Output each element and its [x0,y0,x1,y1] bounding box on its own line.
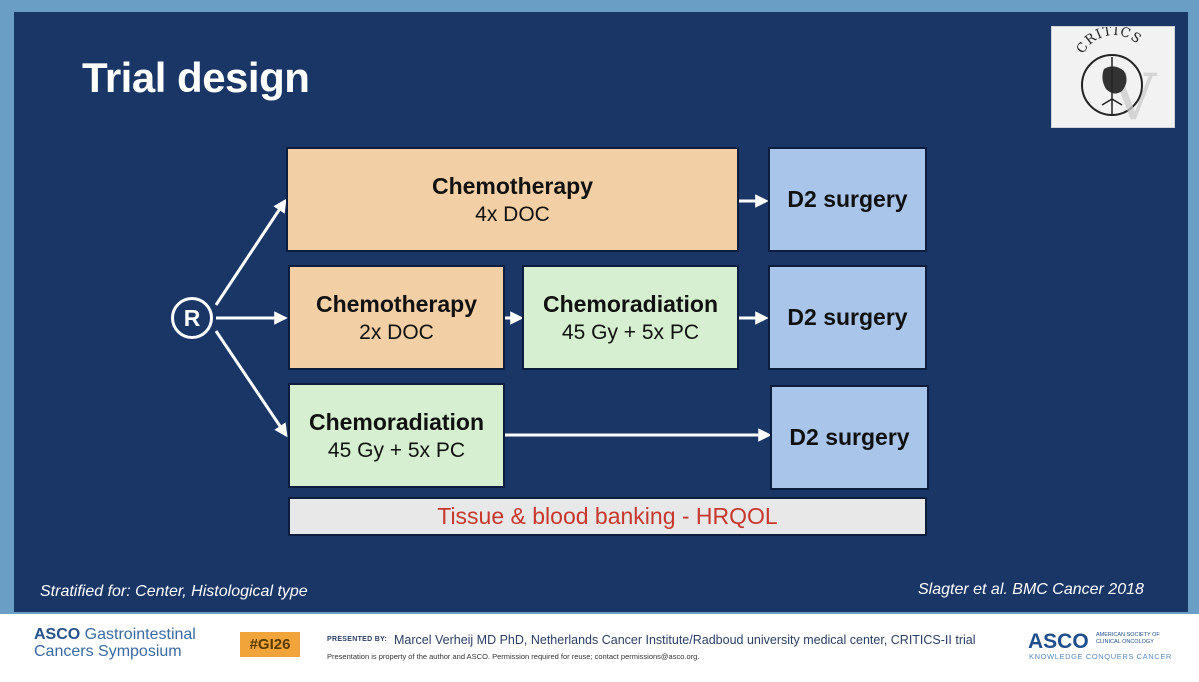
arm1-chemotherapy-box: Chemotherapy 4x DOC [286,147,739,252]
asco-logo: ASCO [1028,630,1089,653]
arm3-surgery-box: D2 surgery [770,385,929,490]
banking-bar: Tissue & blood banking - HRQOL [288,497,927,536]
stratified-note: Stratified for: Center, Histological typ… [40,583,308,600]
asco-tagline: KNOWLEDGE CONQUERS CANCER [1029,652,1172,661]
arm2-surgery-box: D2 surgery [768,265,927,370]
arm2-chemoradiation-box: Chemoradiation 45 Gy + 5x PC [522,265,739,370]
symposium-line2: Cancers Symposium [34,643,182,660]
arm3-rad-sub: 45 Gy + 5x PC [327,438,466,462]
arrow-r-to-arm3 [214,330,288,438]
critics-logo-emblem: CRITICS V [1074,24,1158,135]
slide-title: Trial design [82,54,310,101]
symposium-org: ASCO [34,626,81,643]
asco-society-name: AMERICAN SOCIETY OF CLINICAL ONCOLOGY [1096,632,1160,645]
presented-by-label: PRESENTED BY: [327,636,388,643]
arm3-chemoradiation-box: Chemoradiation 45 Gy + 5x PC [288,383,505,488]
arm2-chemo-title: Chemotherapy [315,290,478,317]
arm1-chemo-sub: 4x DOC [475,202,550,226]
arm2-chemo-sub: 2x DOC [359,320,434,344]
critics-logo: CRITICS V [1051,24,1175,135]
symposium-line1: Gastrointestinal [80,626,196,643]
arm1-surgery-label: D2 surgery [787,186,908,212]
arm3-surgery-label: D2 surgery [789,424,910,450]
arm3-rad-title: Chemoradiation [308,408,485,435]
footer-bar [0,614,1199,682]
arm2-chemotherapy-box: Chemotherapy 2x DOC [288,265,505,370]
arm1-chemo-title: Chemotherapy [431,172,594,199]
presenter-info: Marcel Verheij MD PhD, Netherlands Cance… [394,633,976,647]
reference-note: Slagter et al. BMC Cancer 2018 [918,581,1144,598]
arm1-surgery-box: D2 surgery [768,147,927,252]
property-notice: Presentation is property of the author a… [327,652,700,661]
randomization-circle: R [171,297,213,339]
hashtag-badge: #GI26 [240,632,300,657]
symposium-logo: ASCO Gastrointestinal Cancers Symposium [34,626,196,660]
arrow-r-to-arm1 [214,198,287,306]
arrow-lines [214,194,772,442]
arm2-rad-sub: 45 Gy + 5x PC [561,320,700,344]
arm2-surgery-label: D2 surgery [787,304,908,330]
arm2-rad-title: Chemoradiation [542,290,719,317]
